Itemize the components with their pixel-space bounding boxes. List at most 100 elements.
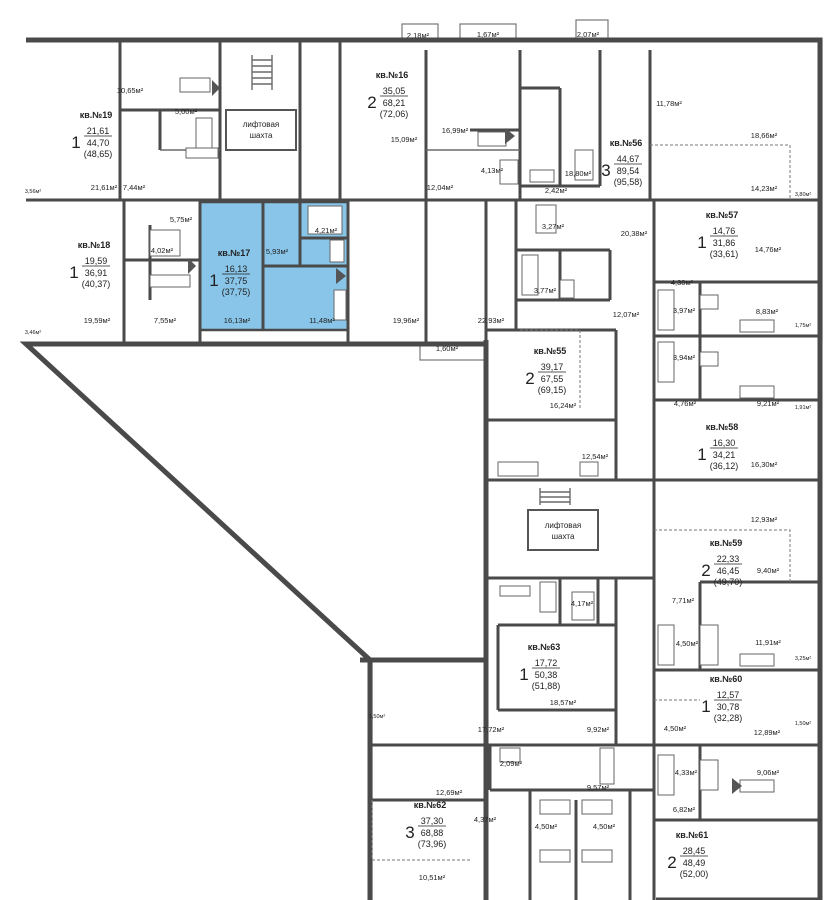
room-count: 2 [525,369,534,388]
apartment-number: кв.№59 [710,538,743,548]
room-area: 4,50м² [535,822,558,831]
room-area: 11,78м² [656,99,682,108]
room-area: 18,66м² [751,131,778,140]
room-area: 4,13м² [481,166,504,175]
room-area: 3,25м² [795,656,811,662]
total-area-with-balcony: (95,58) [614,177,643,187]
living-area: 12,57 [717,690,740,700]
room-count: 1 [697,445,706,464]
room-area: 3,97м² [673,306,696,315]
room-area: 9,21м² [757,399,780,408]
apartment-number: кв.№17 [218,248,251,258]
living-area: 19,59 [85,256,108,266]
lift-shaft-top [225,109,297,151]
room-area: 9,40м² [757,566,780,575]
total-area: 68,21 [383,98,406,108]
lift-labels: лифтовая шахта лифтовая шахта [243,120,582,541]
room-area: 20,38м² [621,229,648,238]
stairwell-central [527,488,599,551]
lift-label-central-2: шахта [552,532,575,541]
total-area-with-balcony: (69,15) [538,385,567,395]
room-area: 9,57м² [587,783,610,792]
room-area: 10,65м² [117,86,144,95]
room-area: 5,00м² [175,107,198,116]
living-area: 37,30 [421,816,444,826]
room-area: 19,59м² [84,316,111,325]
living-area: 16,30 [713,438,736,448]
room-area: 10,51м² [419,873,446,882]
room-area: 3,27м² [542,222,565,231]
living-area: 22,33 [717,554,740,564]
living-area: 35,05 [383,86,406,96]
room-area: 4,17м² [571,599,594,608]
room-area: 8,83м² [756,307,779,316]
lift-label-top-2: шахта [250,131,273,140]
total-area: 46,45 [717,566,740,576]
apartment-number: кв.№62 [414,800,447,810]
room-area: 11,48м² [309,316,335,325]
room-area: 3,46м² [25,330,41,336]
total-area-with-balcony: (48,65) [84,149,113,159]
apartment-kv59[interactable]: кв.№59 2 22,33 46,45(49,70) [701,538,742,587]
apartment-number: кв.№61 [676,830,709,840]
room-area: 16,99м² [442,126,469,135]
room-count: 1 [697,233,706,252]
total-area-with-balcony: (51,88) [532,681,561,691]
total-area: 68,88 [421,828,444,838]
living-area: 21,61 [87,126,110,136]
room-area: 4,37м² [474,815,497,824]
total-area: 67,55 [541,374,564,384]
total-area-with-balcony: (49,70) [714,577,743,587]
room-area: 14,76м² [755,245,782,254]
apartment-labels: кв.№19121,6144,70(48,65)кв.№18119,5936,9… [69,70,742,879]
room-area: 7,55м² [154,316,177,325]
room-area: 2,18м² [407,31,430,40]
room-area: 4,02м² [151,246,174,255]
room-area: 17,72м² [478,725,505,734]
room-count: 1 [71,133,80,152]
room-area: 7,44м² [123,183,146,192]
room-area: 12,69м² [436,788,463,797]
total-area: 34,21 [713,450,736,460]
room-area: 4,50м² [664,724,687,733]
apartment-number: кв.№57 [706,210,739,220]
room-area: 18,80м² [565,169,592,178]
room-count: 2 [367,93,376,112]
room-count: 2 [701,561,710,580]
room-area: 3,80м² [795,192,811,198]
total-area-with-balcony: (33,61) [710,249,739,259]
living-area: 44,67 [617,154,640,164]
room-area: 3,56м² [25,189,41,195]
total-area-with-balcony: (72,06) [380,109,409,119]
room-area: 1,60м² [436,344,459,353]
room-area: 12,93м² [751,515,778,524]
living-area: 14,76 [713,226,736,236]
room-area: 12,54м² [582,452,609,461]
room-area: 4,33м² [675,768,698,777]
room-area: 1,50м² [369,714,385,720]
total-area: 89,54 [617,166,640,176]
room-area: 16,30м² [751,460,778,469]
room-area: 14,23м² [751,184,778,193]
total-area: 30,78 [717,702,740,712]
apartment-17-highlight[interactable] [198,200,350,332]
lift-shaft-central [527,509,599,551]
room-area: 9,92м² [587,725,610,734]
room-area: 1,91м² [795,405,811,411]
apartment-number: кв.№63 [528,642,561,652]
room-count: 1 [69,263,78,282]
room-area: 1,67м² [477,30,500,39]
